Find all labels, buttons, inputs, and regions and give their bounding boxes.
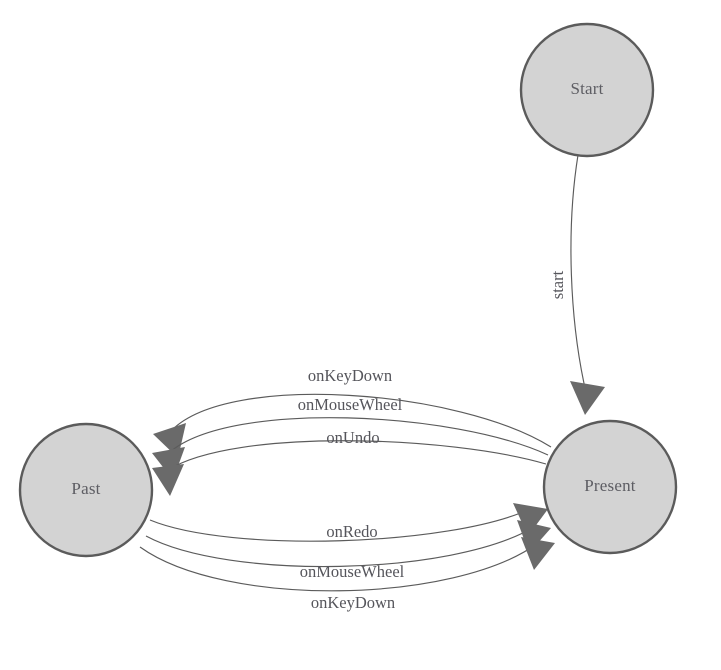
edge-start-present-path xyxy=(570,154,586,389)
node-start-label: Start xyxy=(570,79,603,98)
node-present-circle xyxy=(542,419,678,555)
edge-past-present-1[interactable]: onRedo xyxy=(149,503,548,542)
node-start[interactable]: Start xyxy=(519,22,655,158)
edge-past-present-3-arrowhead xyxy=(521,537,555,570)
edge-label-past-present-3: onKeyDown xyxy=(311,593,395,612)
edge-present-past-2-arrowhead xyxy=(152,447,185,480)
edge-present-past-2-path xyxy=(169,417,549,456)
edge-present-past-1-path xyxy=(171,393,552,448)
edge-label-start: start xyxy=(548,270,567,299)
edge-past-present-3-path xyxy=(139,542,539,592)
edge-present-past-2[interactable]: onMouseWheel xyxy=(152,395,549,480)
edge-label-present-past-3: onUndo xyxy=(326,428,379,447)
node-start-circle xyxy=(519,22,655,158)
edge-present-past-3[interactable]: onUndo xyxy=(152,428,547,496)
edge-past-present-3[interactable]: onKeyDown xyxy=(139,537,555,612)
edge-start-present[interactable]: start xyxy=(548,154,605,415)
edge-present-past-3-arrowhead xyxy=(152,464,184,496)
node-past[interactable]: Past xyxy=(18,422,154,558)
node-past-label: Past xyxy=(71,479,100,498)
edge-present-past-3-path xyxy=(167,440,547,471)
node-past-circle xyxy=(18,422,154,558)
node-present-label: Present xyxy=(584,476,636,495)
edge-past-present-1-path xyxy=(149,508,531,542)
edge-past-present-2[interactable]: onMouseWheel xyxy=(145,520,551,581)
edge-label-past-present-2: onMouseWheel xyxy=(300,562,405,581)
edge-past-present-1-arrowhead xyxy=(513,503,548,536)
edge-label-present-past-2: onMouseWheel xyxy=(298,395,403,414)
edge-label-present-past-1: onKeyDown xyxy=(308,366,392,385)
node-present[interactable]: Present xyxy=(542,419,678,555)
edge-past-present-2-arrowhead xyxy=(517,520,551,553)
edge-start-present-arrowhead xyxy=(570,381,605,415)
edge-past-present-2-path xyxy=(145,526,535,568)
edge-label-past-present-1: onRedo xyxy=(326,522,377,541)
